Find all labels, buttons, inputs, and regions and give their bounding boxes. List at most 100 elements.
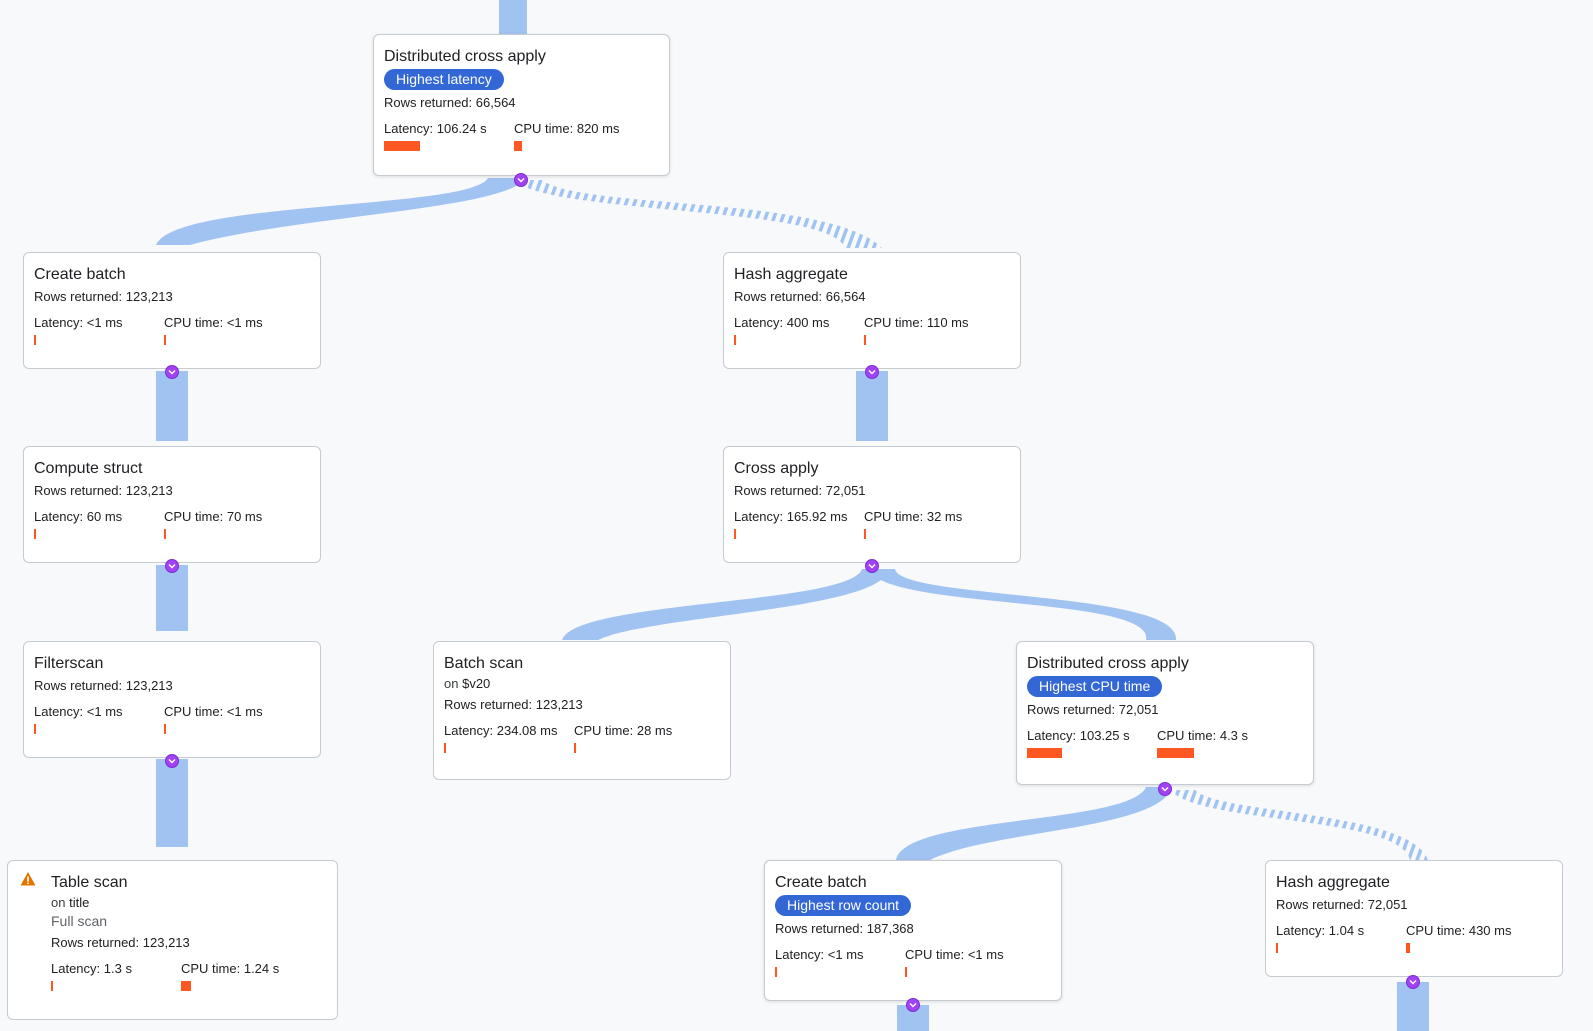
rows-returned: Rows returned: 123,213 xyxy=(444,697,583,712)
cpu-time-label: CPU time: <1 ms xyxy=(905,947,1004,962)
edge-hash-aggregate-output xyxy=(1397,982,1429,1031)
cpu-time-label: CPU time: 1.24 s xyxy=(181,961,280,976)
cpu-metric: CPU time: 1.24 s xyxy=(181,961,311,991)
cpu-metric: CPU time: 820 ms xyxy=(514,121,644,151)
edge-cross-apply-batch-scan xyxy=(562,569,888,640)
latency-label: Latency: 165.92 ms xyxy=(734,509,848,524)
cpu-metric: CPU time: <1 ms xyxy=(164,315,294,345)
plan-node-cross-apply[interactable]: Cross apply Rows returned: 72,051 Latenc… xyxy=(723,446,1021,563)
expand-toggle-icon[interactable] xyxy=(865,559,879,573)
cpu-bar xyxy=(181,981,191,991)
cpu-time-label: CPU time: 32 ms xyxy=(864,509,963,524)
latency-bar xyxy=(775,967,777,977)
latency-label: Latency: 1.3 s xyxy=(51,961,132,976)
cpu-bar xyxy=(574,743,576,753)
node-title: Compute struct xyxy=(34,460,143,477)
latency-metric: Latency: 1.3 s xyxy=(51,961,181,991)
latency-metric: Latency: 400 ms xyxy=(734,315,864,345)
latency-label: Latency: 60 ms xyxy=(34,509,123,524)
scan-target: $v20 xyxy=(462,676,491,691)
expand-toggle-icon[interactable] xyxy=(165,754,179,768)
edge-compute-struct-filterscan xyxy=(156,565,188,631)
scan-method: Full scan xyxy=(51,913,108,929)
rows-returned: Rows returned: 72,051 xyxy=(1027,702,1159,717)
cpu-time-label: CPU time: <1 ms xyxy=(164,704,263,719)
latency-metric: Latency: 1.04 s xyxy=(1276,923,1406,953)
expand-toggle-icon[interactable] xyxy=(514,173,528,187)
latency-metric: Latency: 165.92 ms xyxy=(734,509,864,539)
cpu-metric: CPU time: 430 ms xyxy=(1406,923,1536,953)
plan-node-compute-struct[interactable]: Compute struct Rows returned: 123,213 La… xyxy=(23,446,321,563)
scan-target: title xyxy=(69,895,90,910)
latency-bar xyxy=(1027,748,1063,758)
latency-label: Latency: 234.08 ms xyxy=(444,723,558,738)
plan-node-hash-aggregate-2[interactable]: Hash aggregate Rows returned: 72,051 Lat… xyxy=(1265,860,1563,977)
edge-cross-apply-dca xyxy=(870,569,1177,640)
latency-label: Latency: <1 ms xyxy=(34,704,123,719)
scan-target-line: on title xyxy=(51,895,327,911)
on-prefix: on xyxy=(444,676,459,691)
cpu-bar xyxy=(1406,943,1411,953)
expand-toggle-icon[interactable] xyxy=(165,365,179,379)
latency-bar xyxy=(51,981,53,991)
cpu-bar xyxy=(905,967,907,977)
node-title: Hash aggregate xyxy=(1276,874,1390,891)
rows-returned: Rows returned: 66,564 xyxy=(384,95,516,110)
plan-node-create-batch-2[interactable]: Create batch Highest row count Rows retu… xyxy=(764,860,1062,1001)
plan-node-batch-scan[interactable]: Batch scan on $v20 Rows returned: 123,21… xyxy=(433,641,731,780)
cpu-metric: CPU time: 4.3 s xyxy=(1157,728,1287,758)
latency-label: Latency: 400 ms xyxy=(734,315,830,330)
cpu-metric: CPU time: 110 ms xyxy=(864,315,994,345)
cpu-bar xyxy=(164,335,166,345)
expand-toggle-icon[interactable] xyxy=(165,559,179,573)
cpu-time-label: CPU time: 820 ms xyxy=(514,121,620,136)
cpu-time-label: CPU time: 4.3 s xyxy=(1157,728,1249,743)
latency-bar xyxy=(734,335,736,345)
highest-latency-badge: Highest latency xyxy=(384,69,504,90)
node-title: Batch scan xyxy=(444,655,524,672)
plan-node-hash-aggregate[interactable]: Hash aggregate Rows returned: 66,564 Lat… xyxy=(723,252,1021,369)
edge-dca-create-batch xyxy=(896,787,1172,860)
node-title: Distributed cross apply xyxy=(384,48,546,65)
cpu-metric: CPU time: 70 ms xyxy=(164,509,294,539)
expand-toggle-icon[interactable] xyxy=(865,365,879,379)
latency-metric: Latency: <1 ms xyxy=(34,315,164,345)
edge-hash-aggregate-cross-apply xyxy=(856,371,888,441)
cpu-bar xyxy=(1157,748,1195,758)
plan-node-table-scan[interactable]: Table scan on title Full scan Rows retur… xyxy=(7,860,338,1020)
latency-label: Latency: <1 ms xyxy=(34,315,123,330)
rows-returned: Rows returned: 72,051 xyxy=(1276,897,1408,912)
warning-icon xyxy=(20,872,36,886)
rows-returned: Rows returned: 187,368 xyxy=(775,921,914,936)
plan-node-create-batch[interactable]: Create batch Rows returned: 123,213 Late… xyxy=(23,252,321,369)
latency-label: Latency: <1 ms xyxy=(775,947,864,962)
node-title: Filterscan xyxy=(34,655,104,672)
cpu-bar xyxy=(164,529,166,539)
plan-node-distributed-cross-apply-2[interactable]: Distributed cross apply Highest CPU time… xyxy=(1016,641,1314,785)
cpu-time-label: CPU time: 70 ms xyxy=(164,509,263,524)
expand-toggle-icon[interactable] xyxy=(1158,782,1172,796)
node-title: Distributed cross apply xyxy=(1027,655,1189,672)
edge-root-create-batch xyxy=(156,178,526,245)
node-title: Create batch xyxy=(775,874,867,891)
highest-row-count-badge: Highest row count xyxy=(775,895,912,916)
expand-toggle-icon[interactable] xyxy=(906,998,920,1012)
cpu-time-label: CPU time: 110 ms xyxy=(864,315,969,330)
latency-bar xyxy=(384,141,421,151)
edge-root-hash-aggregate xyxy=(515,180,882,248)
latency-label: Latency: 1.04 s xyxy=(1276,923,1365,938)
latency-bar xyxy=(34,335,36,345)
node-title: Hash aggregate xyxy=(734,266,848,283)
highest-cpu-time-badge: Highest CPU time xyxy=(1027,676,1163,697)
latency-bar xyxy=(1276,943,1278,953)
plan-node-distributed-cross-apply[interactable]: Distributed cross apply Highest latency … xyxy=(373,34,670,176)
rows-returned: Rows returned: 66,564 xyxy=(734,289,866,304)
on-prefix: on xyxy=(51,895,66,910)
plan-node-filterscan[interactable]: Filterscan Rows returned: 123,213 Latenc… xyxy=(23,641,321,758)
cpu-bar xyxy=(864,529,866,539)
cpu-time-label: CPU time: 430 ms xyxy=(1406,923,1512,938)
latency-label: Latency: 106.24 s xyxy=(384,121,487,136)
edge-filterscan-table-scan xyxy=(156,759,188,847)
expand-toggle-icon[interactable] xyxy=(1406,975,1420,989)
